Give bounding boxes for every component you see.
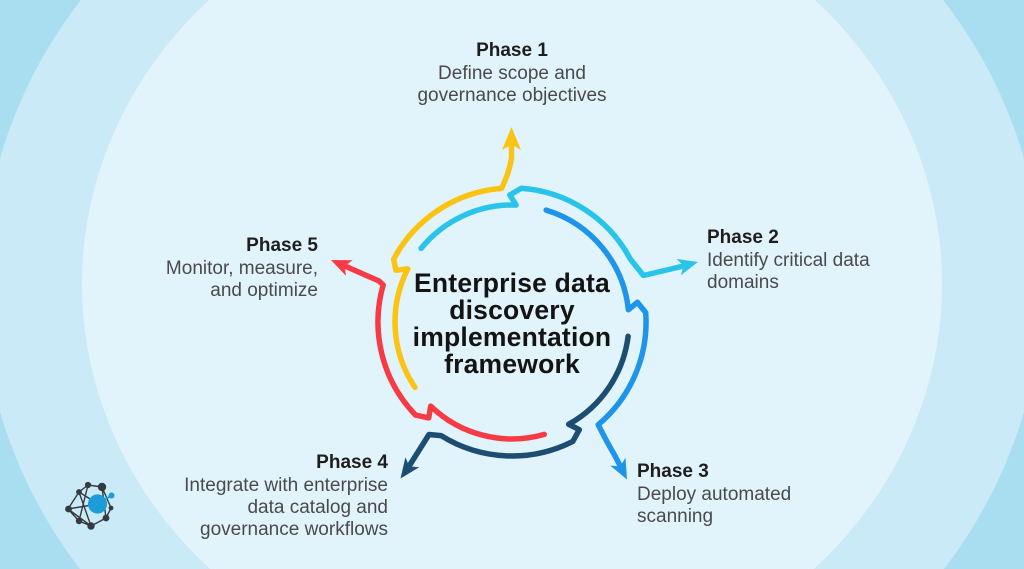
phase-3-description-line: scanning xyxy=(637,506,714,527)
phase-1-arc xyxy=(390,144,515,391)
phase-4-label-block: Phase 4 Integrate with enterprise data c… xyxy=(155,452,388,541)
center-title-line: implementation xyxy=(412,322,612,352)
phase-1-description-line: governance objectives xyxy=(417,85,607,106)
phase-3-label-block: Phase 3 Deploy automated scanning xyxy=(637,461,847,528)
phase-3-arrowhead-icon xyxy=(610,457,627,480)
phase-2-description-line: Identify critical data xyxy=(707,250,870,271)
phase-2-arrowhead-icon xyxy=(676,258,698,276)
phase-4-heading: Phase 4 xyxy=(316,452,388,473)
phase-2-description-line: domains xyxy=(707,272,779,293)
center-title-line: discovery xyxy=(449,295,575,325)
phase-2-arc xyxy=(418,185,687,279)
phase-3-description-line: Deploy automated xyxy=(637,484,792,505)
phase-2-heading: Phase 2 xyxy=(707,227,779,248)
center-title: Enterprise data discovery implementation… xyxy=(382,270,642,378)
phase-4-description-line: data catalog and xyxy=(247,497,388,518)
center-title-line: framework xyxy=(444,349,580,379)
phase-1-description-line: Define scope and xyxy=(438,63,586,84)
phase-3-arc xyxy=(543,207,649,469)
logo-nodes xyxy=(65,481,114,530)
logo-accent-circle xyxy=(87,494,108,514)
phase-4-arrowhead-icon xyxy=(400,457,420,479)
phase-1-arrowhead-icon xyxy=(502,127,521,150)
logo-accent-dot xyxy=(108,492,115,499)
phase-3-heading: Phase 3 xyxy=(637,461,709,482)
network-logo-icon xyxy=(65,481,115,530)
phase-1-label-block: Phase 1 Define scope and governance obje… xyxy=(402,40,622,107)
phase-5-arc xyxy=(343,263,548,442)
phase-2-label-block: Phase 2 Identify critical data domains xyxy=(707,227,917,294)
center-title-line: Enterprise data xyxy=(414,268,610,298)
phase-4-arc xyxy=(406,333,631,469)
phase-4-description-line: Integrate with enterprise xyxy=(184,475,388,496)
phase-5-description-line: and optimize xyxy=(210,280,318,301)
phase-5-description-line: Monitor, measure, xyxy=(165,258,318,279)
phase-4-description-line: governance workflows xyxy=(200,519,388,540)
phase-1-heading: Phase 1 xyxy=(476,40,548,61)
background-ellipse-inner xyxy=(82,0,942,569)
phase-5-heading: Phase 5 xyxy=(246,235,318,256)
phase-5-arrowhead-icon xyxy=(331,260,353,276)
phase-5-label-block: Phase 5 Monitor, measure, and optimize xyxy=(153,235,318,302)
